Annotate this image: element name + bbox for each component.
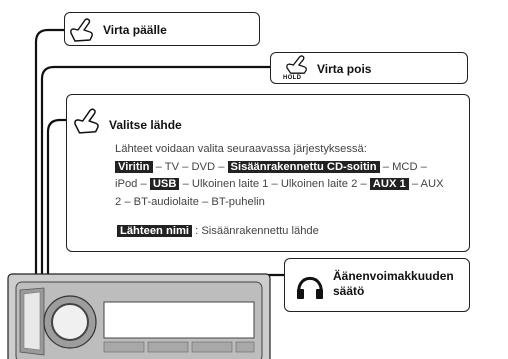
legend-desc: : Sisäänrakennettu lähde bbox=[192, 225, 319, 237]
hold-badge: HOLD bbox=[283, 75, 302, 81]
callout-power-on: Virta päälle bbox=[64, 12, 260, 46]
source-intro: Lähteet voidaan valita seuraavassa järje… bbox=[115, 143, 367, 155]
hand-press-icon bbox=[74, 108, 99, 134]
power-on-label: Virta päälle bbox=[103, 23, 167, 37]
callout-volume: Äänenvoimakkuuden säätö bbox=[284, 258, 470, 312]
callout-power-off: HOLD Virta pois bbox=[270, 52, 468, 84]
select-source-label: Valitse lähde bbox=[109, 118, 182, 132]
source-separator: – TV – DVD – bbox=[152, 160, 228, 173]
source-item-aux1: AUX 1 bbox=[369, 178, 409, 190]
rotary-knob-icon bbox=[297, 276, 323, 299]
callout-select-source: Valitse lähde Lähteet voidaan valita seu… bbox=[66, 94, 470, 252]
source-item-usb: USB bbox=[149, 178, 180, 190]
source-item-tuner: Viritin bbox=[115, 160, 153, 173]
car-stereo-unit bbox=[7, 273, 271, 359]
source-description: Lähteet voidaan valita seuraavassa järje… bbox=[115, 141, 449, 211]
hand-press-icon bbox=[70, 18, 93, 42]
legend-term: Lähteen nimi bbox=[117, 225, 192, 237]
source-separator: – Ulkoinen laite 1 – Ulkoinen laite 2 – bbox=[179, 178, 370, 190]
source-separator: – AUX 2 – BT-audiolaite – BT-puhelin bbox=[115, 178, 444, 208]
hand-press-hold-icon bbox=[286, 55, 307, 74]
source-separator: – MCD – iPod – bbox=[115, 160, 427, 191]
volume-label: Äänenvoimakkuuden säätö bbox=[333, 269, 454, 298]
source-legend: Lähteen nimi : Sisäänrakennettu lähde bbox=[117, 225, 319, 237]
power-off-label: Virta pois bbox=[317, 62, 372, 76]
source-sequence: Viritin – TV – DVD – Sisäänrakennettu CD… bbox=[115, 159, 449, 212]
stereo-display bbox=[103, 301, 255, 339]
source-item-builtin-cd: Sisäänrakennettu CD-soitin bbox=[227, 160, 380, 173]
volume-knob bbox=[51, 303, 89, 341]
